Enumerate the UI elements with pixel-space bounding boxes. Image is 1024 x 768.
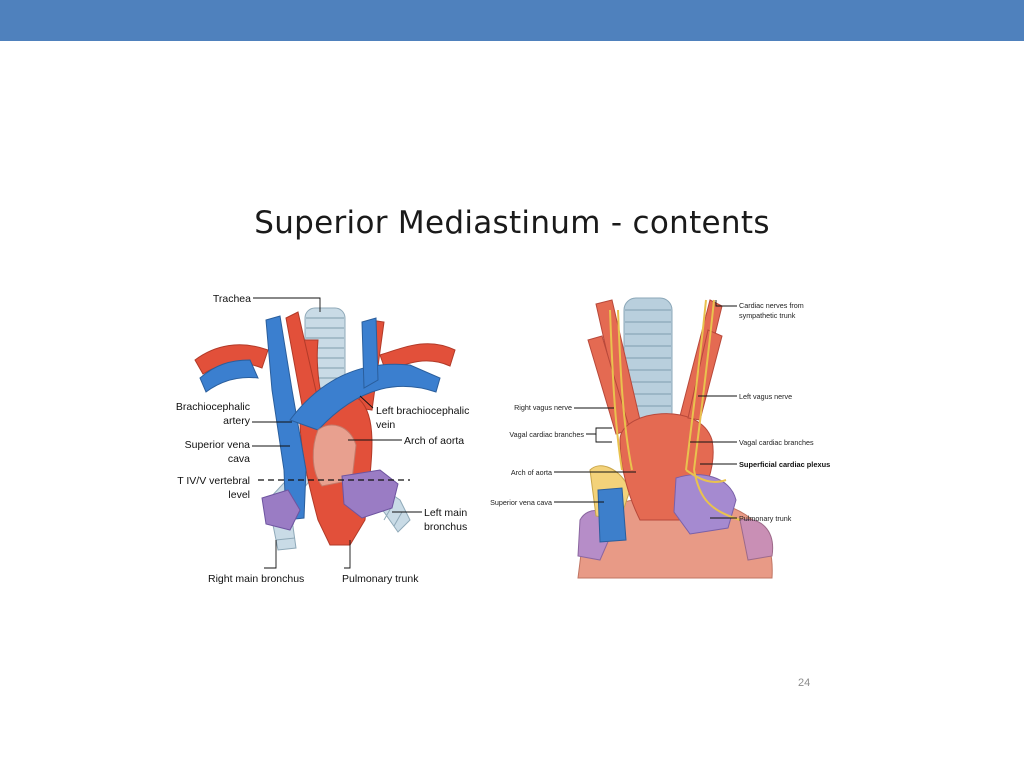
label-left-main-bronchus-1: Left main: [424, 507, 467, 519]
label-arch-of-aorta: Arch of aorta: [404, 435, 464, 447]
label-pulmonary-trunk: Pulmonary trunk: [342, 573, 419, 585]
label-left-brachiocephalic-vein-2: vein: [376, 419, 395, 431]
right-anatomy-figure: Cardiac nerves from sympathetic trunk Le…: [490, 297, 830, 579]
label-vertebral-1: T IV/V vertebral: [177, 475, 250, 487]
label-cardiac-nerves-1: Cardiac nerves from: [739, 301, 804, 310]
label-left-main-bronchus-2: bronchus: [424, 521, 467, 533]
label-superficial-cardiac-plexus: Superficial cardiac plexus: [739, 460, 830, 469]
label-brachiocephalic-artery-1: Brachiocephalic: [176, 401, 250, 413]
label-trachea: Trachea: [213, 293, 251, 305]
label-svc-1: Superior vena: [185, 439, 251, 451]
label-vertebral-2: level: [228, 489, 250, 501]
page-number: 24: [798, 677, 811, 689]
label-left-brachiocephalic-vein-1: Left brachiocephalic: [376, 405, 469, 417]
label-superior-vena-cava: Superior vena cava: [490, 498, 552, 507]
label-arch-of-aorta-right: Arch of aorta: [511, 468, 552, 477]
label-cardiac-nerves-2: sympathetic trunk: [739, 311, 796, 320]
slide-title: Superior Mediastinum - contents: [254, 205, 770, 241]
label-pulmonary-trunk-right: Pulmonary trunk: [739, 514, 792, 523]
svc-illustration-right: [597, 487, 627, 543]
label-left-vagus-nerve: Left vagus nerve: [739, 392, 792, 401]
pulmonary-trunk-illustration-right: [673, 474, 737, 535]
label-brachiocephalic-artery-2: artery: [223, 415, 251, 427]
left-anatomy-figure: Trachea Brachiocephalic artery Superior …: [176, 293, 470, 585]
heart-base-illustration: [261, 424, 399, 531]
top-accent-bar: [0, 0, 1024, 41]
label-svc-2: cava: [228, 453, 250, 465]
label-vagal-cardiac-branches-right: Vagal cardiac branches: [739, 438, 814, 447]
label-right-main-bronchus: Right main bronchus: [208, 573, 304, 585]
label-vagal-cardiac-branches-left: Vagal cardiac branches: [509, 430, 584, 439]
nerves-illustration-right: [609, 299, 741, 521]
veins-illustration: [199, 315, 441, 521]
label-right-vagus-nerve: Right vagus nerve: [514, 403, 572, 412]
